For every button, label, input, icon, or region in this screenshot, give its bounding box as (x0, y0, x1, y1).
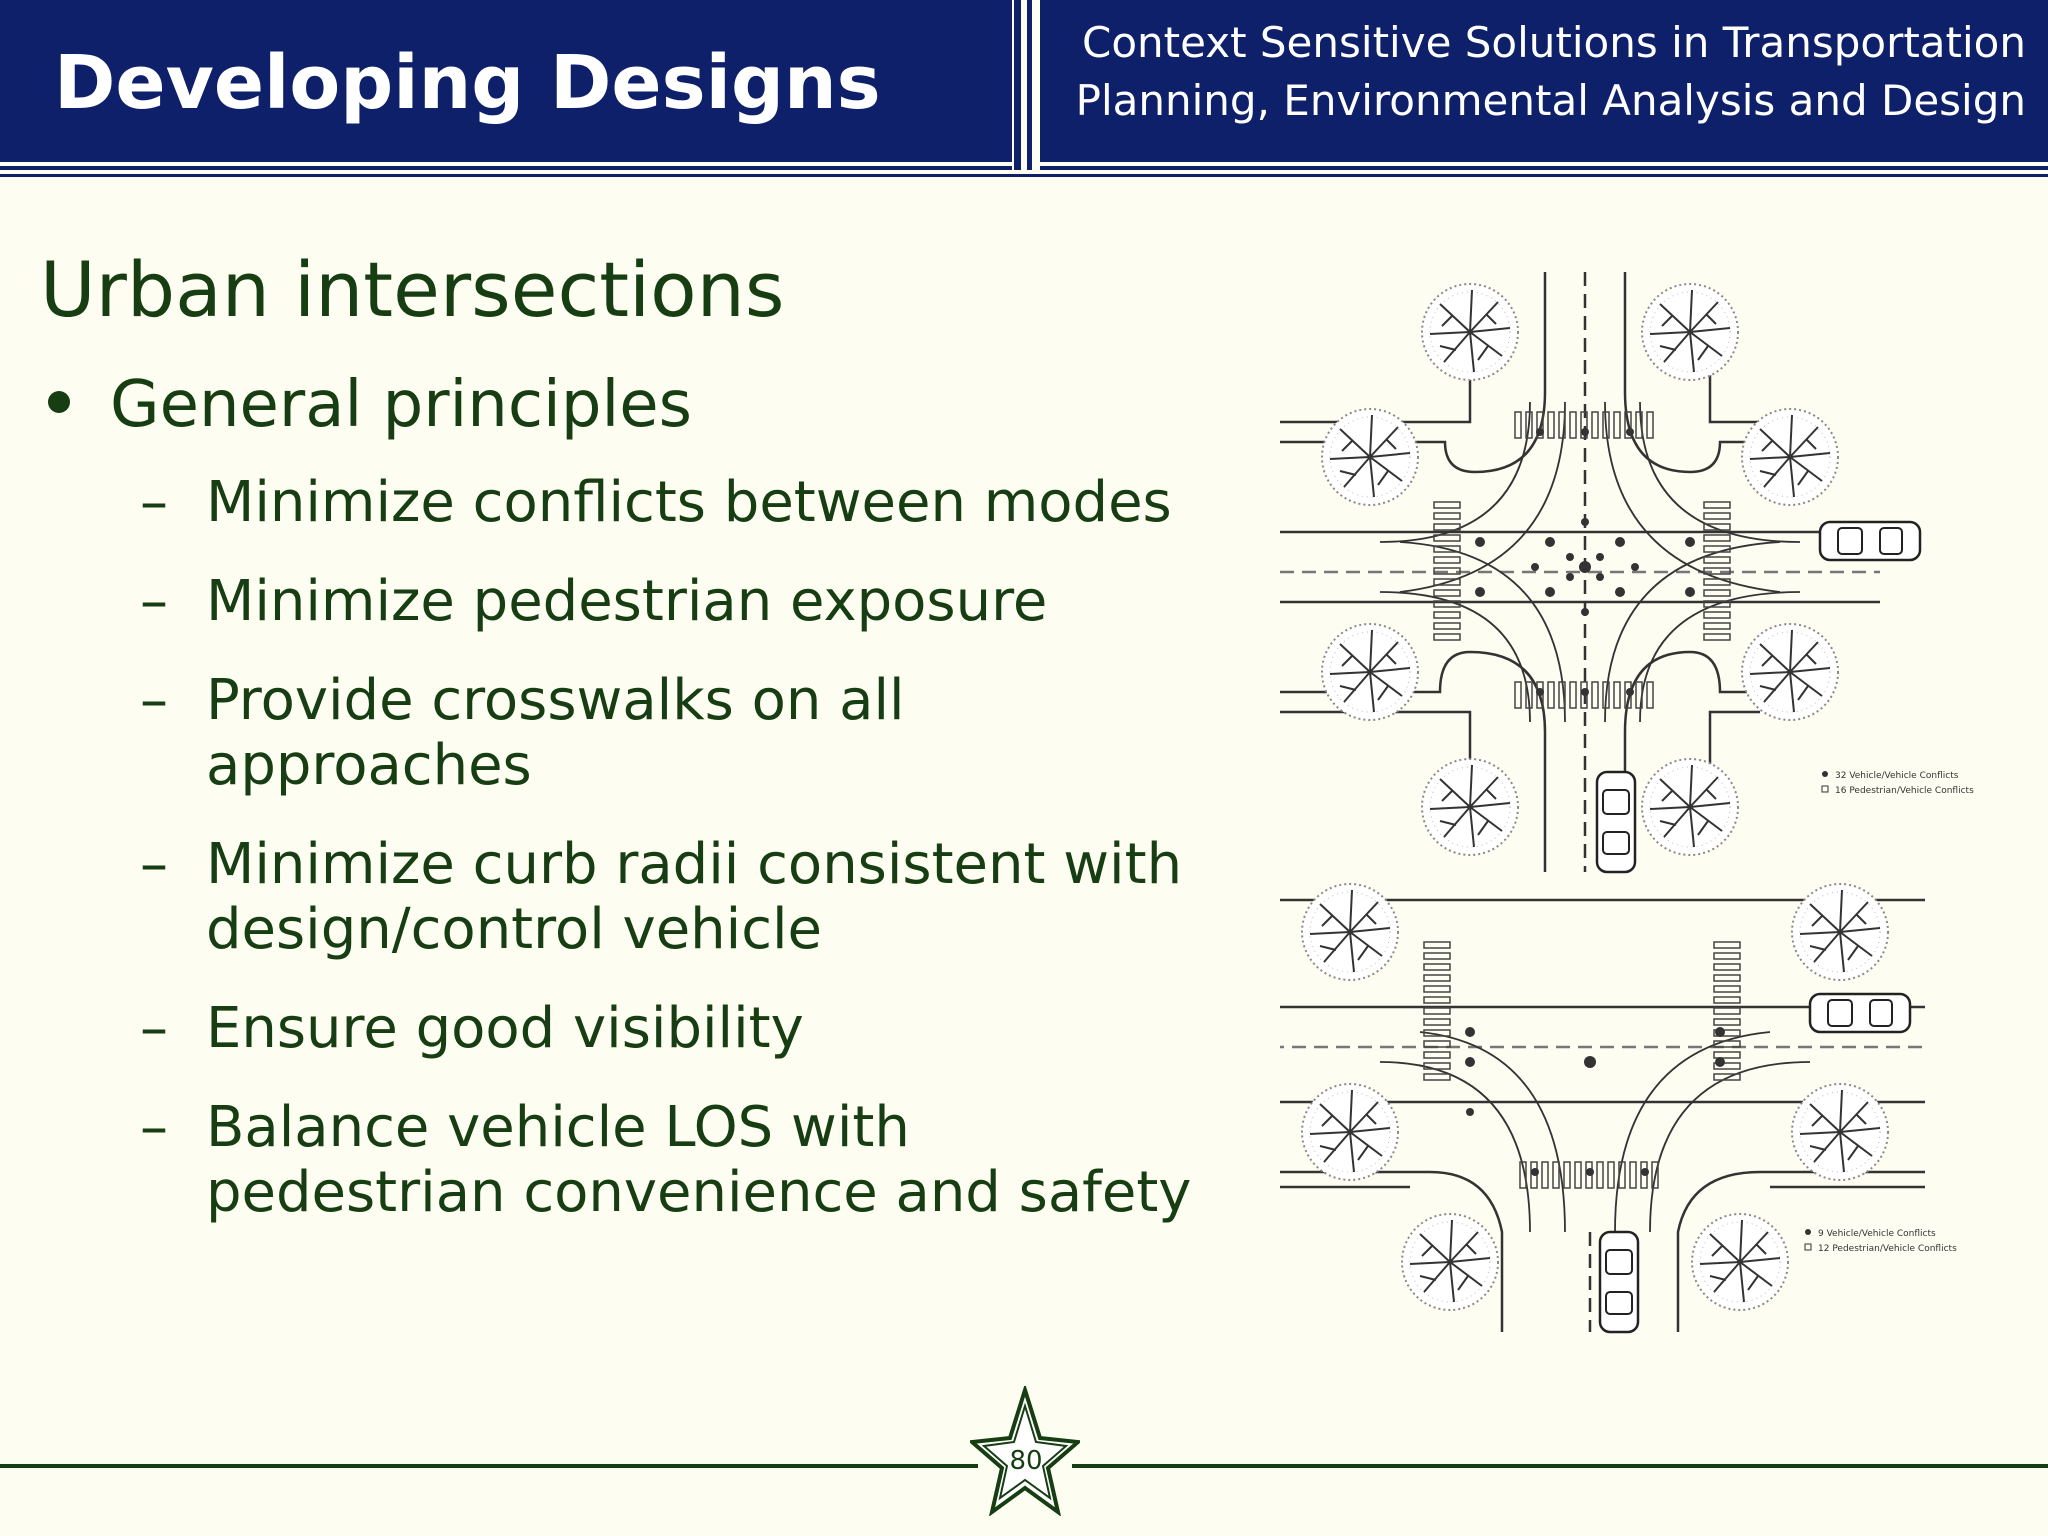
subtitle-line-2: Planning, Environmental Analysis and Des… (1075, 76, 2026, 125)
bullet-dot-icon (48, 391, 70, 414)
sub-bullet-line: Balance vehicle LOS with (206, 1095, 910, 1160)
bullet-item: General principles (48, 360, 692, 450)
dash-icon: – (140, 996, 168, 1061)
sub-bullet-list: – Minimize conflicts between modes – Min… (140, 470, 1220, 1259)
bottom-intersection-plan: 9 Vehicle/Vehicle Conflicts 12 Pedestria… (1280, 883, 1957, 1334)
sub-bullet-line: Ensure good visibility (206, 996, 804, 1061)
slide-title: Developing Designs (54, 40, 881, 126)
sub-bullet-line: Minimize conflicts between modes (206, 470, 1172, 535)
dash-icon: – (140, 1095, 168, 1160)
sub-bullet-line: design/control vehicle (206, 897, 822, 962)
top-legend-pedestrian: 16 Pedestrian/Vehicle Conflicts (1835, 786, 1974, 796)
slide-subtitle: Context Sensitive Solutions in Transport… (1046, 14, 2026, 130)
top-legend-vehicle: 32 Vehicle/Vehicle Conflicts (1835, 771, 1959, 781)
sub-bullet-line: Minimize curb radii consistent with (206, 832, 1183, 897)
sub-bullet-item: – Minimize curb radii consistent with de… (140, 832, 1220, 962)
header-rule (1040, 166, 2048, 170)
sub-bullet-line: approaches (206, 733, 532, 798)
sub-bullet-line: Provide crosswalks on all (206, 668, 905, 733)
star-icon (970, 1386, 1080, 1516)
sub-bullet-line: Minimize pedestrian exposure (206, 569, 1048, 634)
bottom-legend-pedestrian: 12 Pedestrian/Vehicle Conflicts (1818, 1244, 1957, 1254)
sub-bullet-item: – Provide crosswalks on all approaches (140, 668, 1220, 798)
header-rule (0, 166, 1012, 170)
header-divider (1014, 0, 1021, 170)
sub-bullet-item: – Minimize pedestrian exposure (140, 569, 1220, 634)
footer-rule-right (1072, 1464, 2048, 1468)
subtitle-line-1: Context Sensitive Solutions in Transport… (1082, 18, 2026, 67)
footer-rule-left (0, 1464, 978, 1468)
bullet-text: General principles (110, 368, 692, 442)
sub-bullet-line: pedestrian convenience and safety (206, 1160, 1192, 1225)
sub-bullet-item: – Ensure good visibility (140, 996, 1220, 1061)
dash-icon: – (140, 832, 168, 897)
header-right-panel (1040, 0, 2048, 162)
header-divider-thin (1027, 0, 1032, 170)
page-number: 80 (1009, 1446, 1043, 1476)
header-left-panel (0, 0, 1012, 162)
sub-bullet-item: – Minimize conflicts between modes (140, 470, 1220, 535)
header-bottom-rule (0, 174, 2048, 177)
dash-icon: – (140, 668, 168, 733)
dash-icon: – (140, 569, 168, 634)
sub-bullet-item: – Balance vehicle LOS with pedestrian co… (140, 1095, 1220, 1225)
section-heading: Urban intersections (40, 245, 785, 334)
intersection-diagram: 32 Vehicle/Vehicle Conflicts 16 Pedestri… (1280, 272, 1974, 1334)
bottom-legend-vehicle: 9 Vehicle/Vehicle Conflicts (1818, 1229, 1936, 1239)
dash-icon: – (140, 470, 168, 535)
top-intersection-plan: 32 Vehicle/Vehicle Conflicts 16 Pedestri… (1280, 272, 1974, 874)
